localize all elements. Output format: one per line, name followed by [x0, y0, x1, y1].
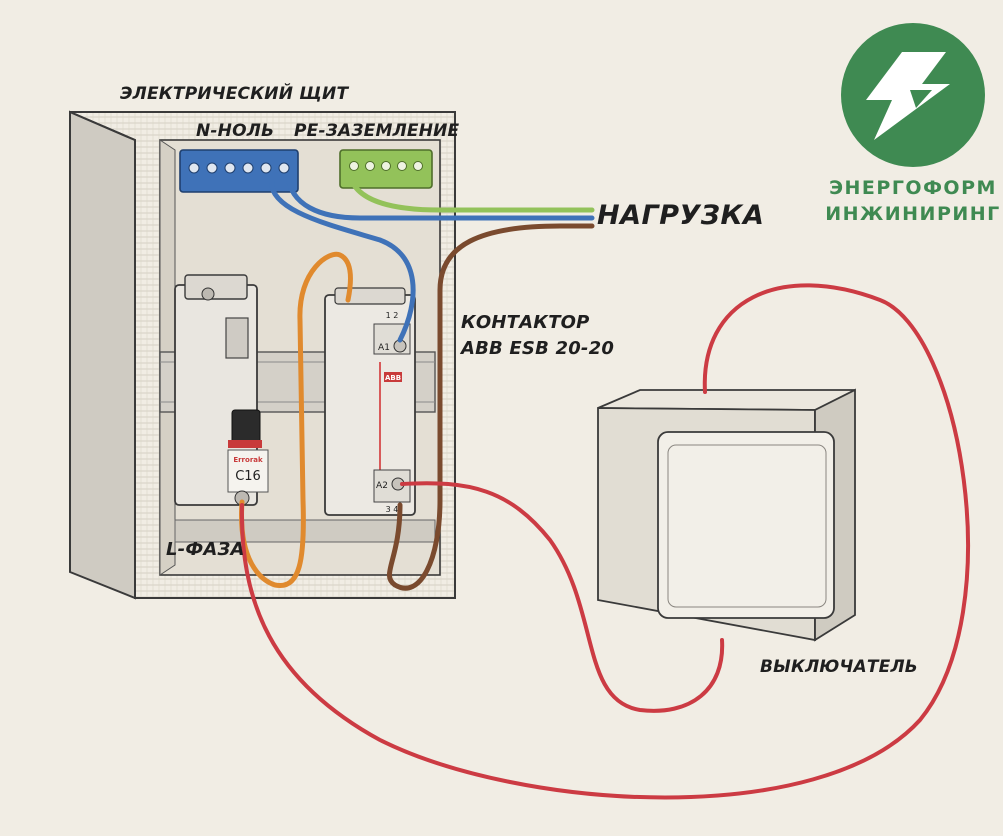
phase-label: L-ФАЗА [166, 539, 245, 560]
breaker-rating: C16 [235, 469, 261, 484]
circuit-breaker: Errorak C16 [174, 274, 269, 506]
neutral-screw [188, 162, 200, 174]
breaker-label-plate [227, 449, 269, 493]
brown-load-wire [386, 223, 595, 591]
breaker-brand: Errorak [233, 456, 263, 464]
contactor-a2-label: A2 [376, 481, 388, 491]
lightning-logo-icon [866, 52, 950, 140]
orange-jumper-wire [239, 251, 353, 588]
neutral-screw [224, 162, 236, 174]
panel-label: ЭЛЕКТРИЧЕСКИЙ ЩИТ [120, 84, 349, 104]
contactor-a1-label: A1 [378, 343, 390, 353]
contactor: 1 2 A1 ABB A2 3 4 [324, 287, 416, 516]
neutral-screw [206, 162, 218, 174]
neutral-wire-load [285, 172, 595, 221]
contactor-brand: ABB [385, 374, 401, 382]
ground-screw [349, 161, 359, 171]
neutral-wire-contactor [269, 175, 416, 343]
neutral-bus-bar [179, 149, 299, 193]
ground-screw [381, 161, 391, 171]
brand-name-line1: ЭНЕРГОФОРМ [829, 177, 997, 199]
ground-label: PE-ЗАЗЕМЛЕНИЕ [294, 121, 460, 141]
wall-switch [597, 388, 856, 642]
panel-left-side [69, 110, 136, 600]
ground-screw [365, 161, 375, 171]
ground-bus-bar [339, 149, 433, 189]
phase-wire-to-switch [239, 283, 970, 800]
contactor-label-line1: КОНТАКТОР [461, 312, 590, 333]
company-logo [841, 23, 985, 167]
control-wire-from-switch [400, 481, 725, 713]
neutral-screw [278, 162, 290, 174]
contactor-label-line2: ABB ESB 20-20 [461, 338, 615, 359]
load-label: НАГРУЗКА [597, 200, 765, 231]
neutral-screw [260, 162, 272, 174]
neutral-label: N-НОЛЬ [196, 121, 275, 141]
contactor-top-pins: 1 2 [386, 311, 399, 320]
ground-wire [347, 172, 595, 213]
ground-screw [413, 161, 423, 171]
switch-label: ВЫКЛЮЧАТЕЛЬ [760, 657, 918, 677]
ground-screw [397, 161, 407, 171]
contactor-bottom-pins: 3 4 [386, 505, 399, 514]
switch-rocker [657, 431, 835, 619]
brand-name-line2: ИНЖИНИРИНГ [825, 203, 1001, 225]
neutral-screw [242, 162, 254, 174]
